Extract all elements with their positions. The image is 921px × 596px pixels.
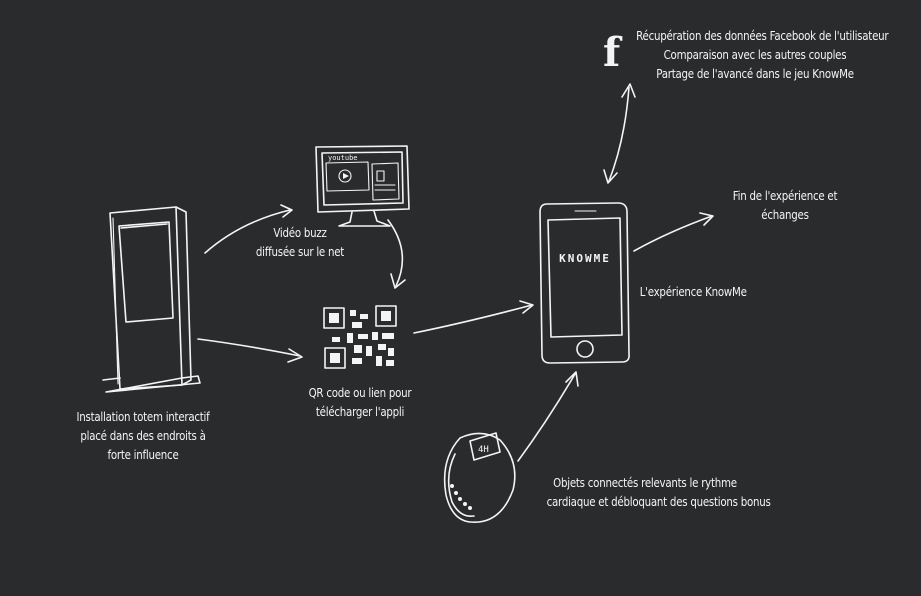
end-label-line: Fin de l'expérience et (732, 188, 838, 203)
monitor-screen-text: youtube (328, 154, 358, 162)
phone-screen-logo: KNOWME (559, 252, 611, 265)
video-label: Vidéo buzz diffusée sur le net (255, 223, 345, 261)
totem-label-line: placé dans des endroits à (80, 428, 206, 443)
video-monitor-icon: youtube (315, 145, 410, 227)
band-label-line: Objets connectés relevants le rythme (553, 475, 737, 490)
arrow-qr-to-phone (413, 300, 534, 334)
totem-label-line: forte influence (107, 447, 179, 462)
end-label: Fin de l'expérience et échanges (728, 186, 843, 224)
smartphone-icon: KNOWME (539, 202, 630, 364)
video-label-line: Vidéo buzz (273, 225, 327, 240)
facebook-label-line: Partage de l'avancé dans le jeu KnowMe (656, 66, 854, 81)
fitness-band-icon: 4H (443, 432, 516, 523)
facebook-label: Récupération des données Facebook de l'u… (636, 26, 889, 83)
band-display-text: 4H (478, 445, 489, 455)
arrow-band-to-phone (517, 371, 579, 462)
end-label-line: échanges (761, 207, 809, 222)
phone-label-text: L'expérience KnowMe (639, 284, 747, 299)
arrow-phone-to-end (633, 212, 714, 252)
arrow-totem-to-video (204, 204, 293, 254)
qr-code-icon (323, 305, 397, 369)
totem-label: Installation totem interactif placé dans… (73, 407, 212, 464)
qr-label-line: télécharger l'appli (315, 404, 405, 419)
facebook-label-line: Comparaison avec les autres couples (663, 47, 847, 62)
arrow-totem-to-qr (197, 338, 303, 363)
qr-label-line: QR code ou lien pour (308, 385, 412, 400)
arrow-video-to-qr (387, 219, 406, 289)
facebook-label-line: Récupération des données Facebook de l'u… (636, 28, 889, 43)
totem-kiosk-icon (102, 206, 201, 393)
video-label-line: diffusée sur le net (255, 244, 345, 259)
qr-label: QR code ou lien pour télécharger l'appli (307, 383, 414, 421)
band-label: Objets connectés relevants le rythme car… (546, 473, 771, 511)
totem-label-line: Installation totem interactif (76, 409, 210, 424)
facebook-letter: f (603, 29, 623, 76)
arrow-phone-facebook-bidirectional (603, 83, 636, 184)
band-label-line: cardiaque et débloquant des questions bo… (546, 494, 771, 509)
facebook-icon: f (603, 29, 623, 76)
phone-label: L'expérience KnowMe (640, 282, 747, 301)
